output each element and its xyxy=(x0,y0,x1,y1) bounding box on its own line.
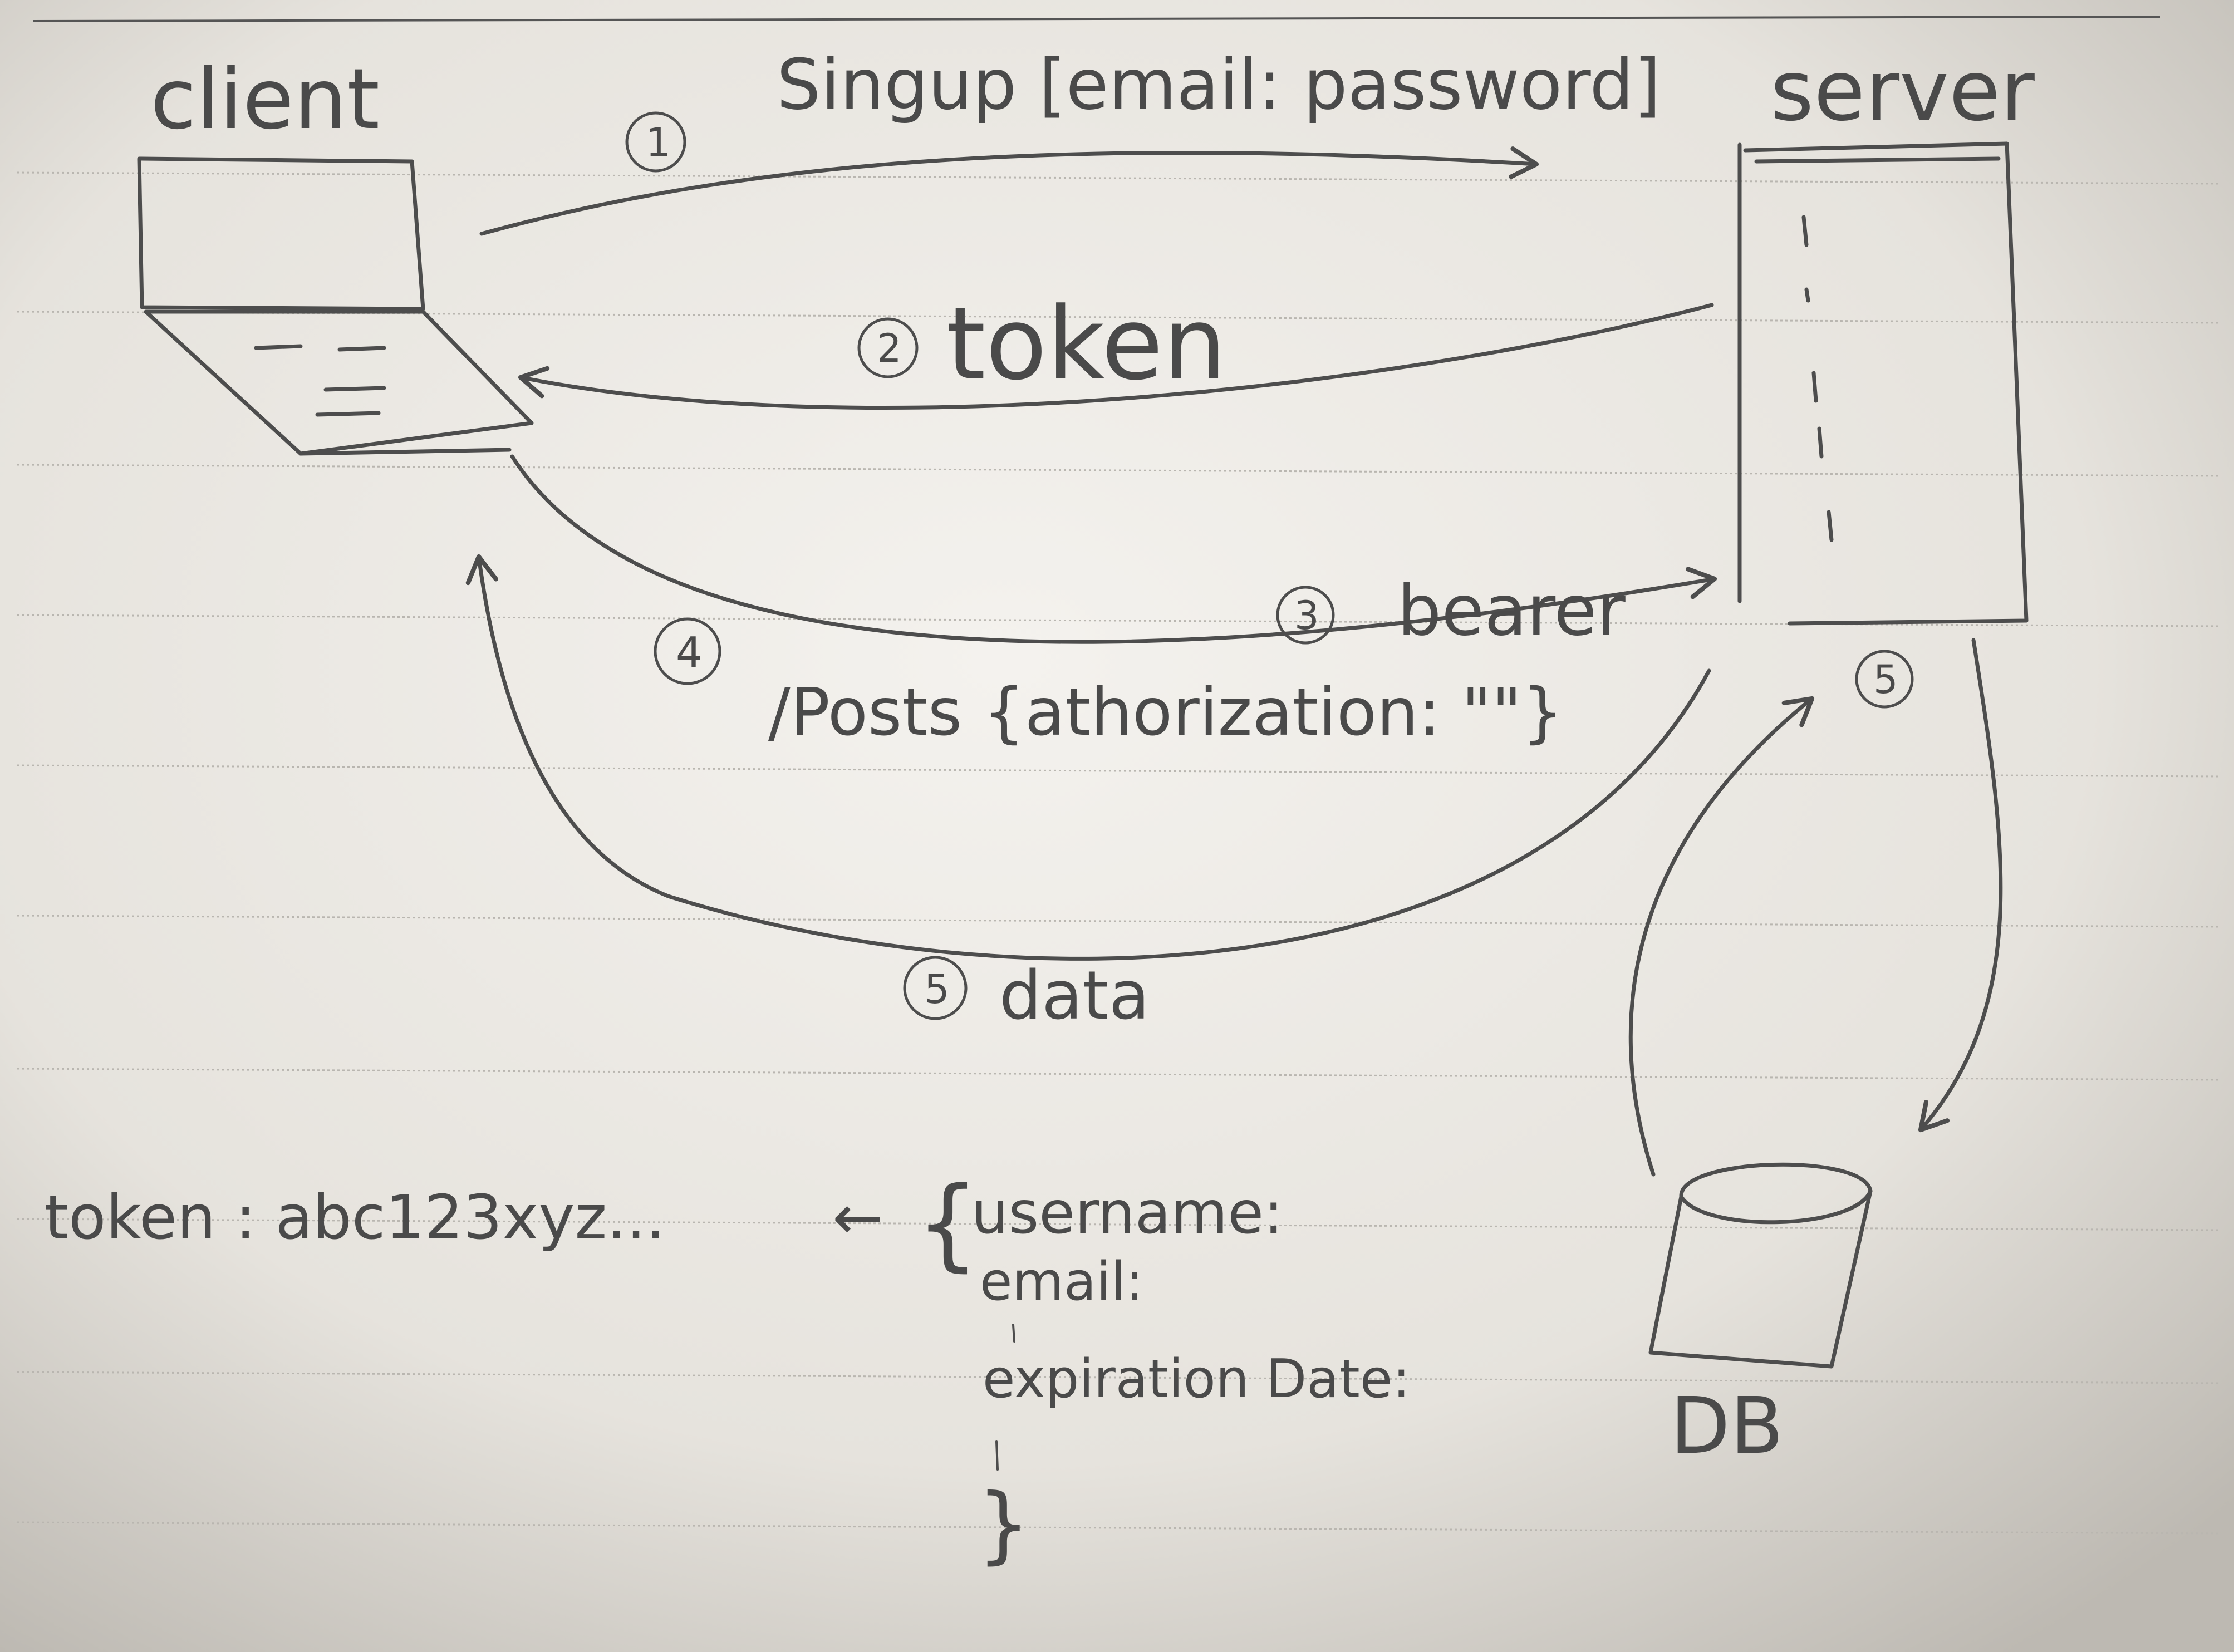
signup-label: Singup [email: password] xyxy=(777,45,1661,125)
client-laptop-icon xyxy=(137,156,534,456)
ruled-line xyxy=(16,1371,2222,1384)
svg-text:5: 5 xyxy=(924,966,950,1012)
ruled-line xyxy=(16,171,2222,185)
ruled-line xyxy=(16,914,2222,928)
ruled-line xyxy=(16,464,2222,477)
data-label: data xyxy=(999,957,1150,1035)
bearer-label: bearer xyxy=(1397,571,1626,651)
database-icon xyxy=(1648,1162,1873,1369)
token-note-brace-open: { xyxy=(916,1166,980,1282)
svg-text:5: 5 xyxy=(1873,657,1898,702)
token-note-dots xyxy=(995,1324,1015,1471)
bearer-arrow xyxy=(510,454,1717,644)
posts-arrow xyxy=(465,554,1711,961)
svg-text:1: 1 xyxy=(646,120,671,165)
step-5-badge: 5 xyxy=(1855,650,1914,709)
svg-text:2: 2 xyxy=(877,326,902,371)
step-6-badge: 5 xyxy=(903,956,968,1020)
svg-text:3: 3 xyxy=(1294,593,1319,638)
token-field-email: email: xyxy=(980,1251,1143,1312)
token-arrow xyxy=(518,303,1714,410)
ruled-line xyxy=(16,764,2222,778)
token-note-brace-close: } xyxy=(977,1476,1030,1573)
step-1-badge: 1 xyxy=(625,111,686,173)
token-label: token xyxy=(946,286,1226,402)
posts-label: /Posts {athorization: ""} xyxy=(768,673,1564,750)
token-note-line: token : abc123xyz... xyxy=(45,1182,665,1253)
db-to-server-arrow xyxy=(1628,696,1815,1177)
client-label: client xyxy=(150,51,380,148)
server-box-icon xyxy=(1737,141,2029,626)
token-field-expiration: expiration Date: xyxy=(983,1349,1410,1410)
top-rule xyxy=(33,16,2161,22)
ruled-line xyxy=(16,1218,2222,1231)
step-3-badge: 3 xyxy=(1276,586,1335,645)
step-2-badge: 2 xyxy=(857,317,919,378)
ruled-lines xyxy=(16,171,2222,1535)
server-to-db-arrow xyxy=(1918,638,2003,1133)
step-4-badge: 4 xyxy=(654,617,721,685)
token-field-username: username: xyxy=(971,1179,1283,1247)
signup-arrow xyxy=(479,146,1539,236)
server-label: server xyxy=(1770,43,2035,140)
ruled-line xyxy=(16,1521,2222,1535)
ruled-line xyxy=(16,1068,2222,1081)
token-note-arrow: ← xyxy=(832,1182,883,1253)
db-label: DB xyxy=(1670,1381,1784,1472)
svg-text:4: 4 xyxy=(676,628,703,677)
ruled-line xyxy=(16,614,2222,627)
